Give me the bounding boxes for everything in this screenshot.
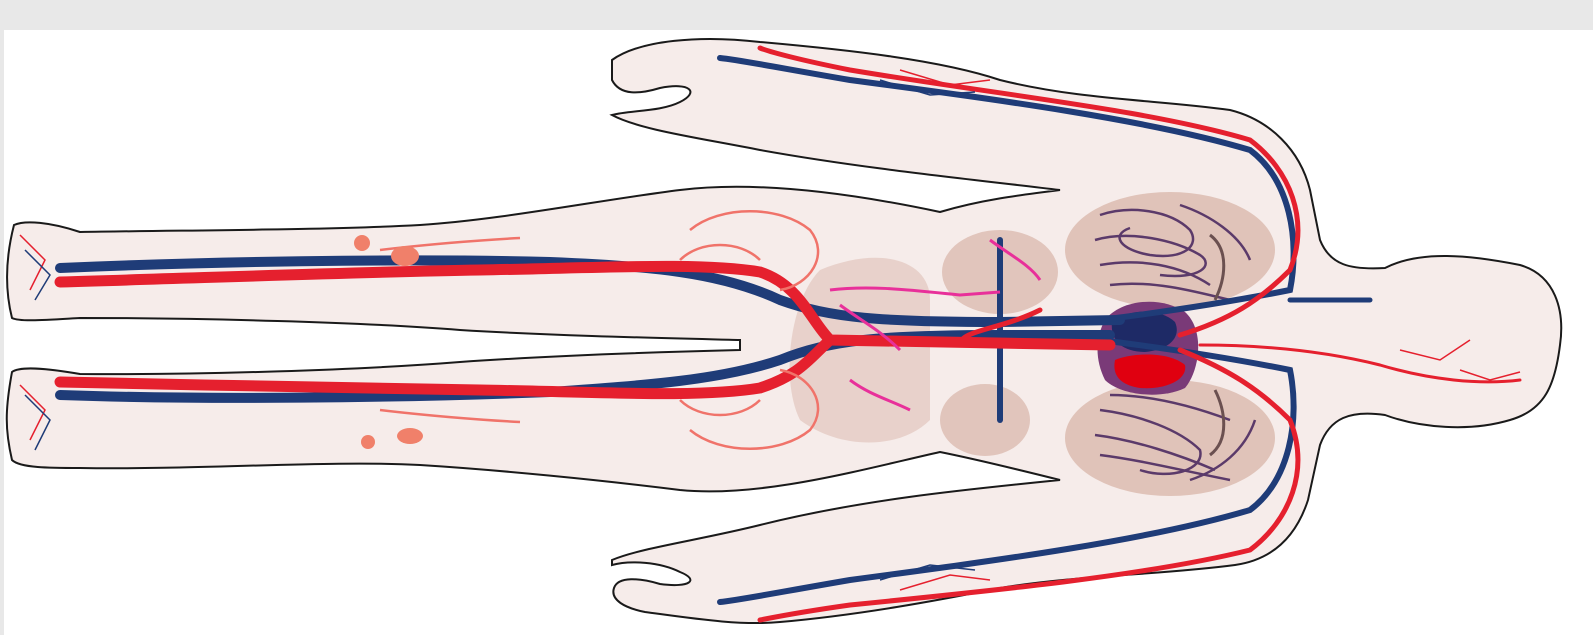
body-silhouette: [7, 39, 1561, 623]
top-bar: [0, 0, 1593, 30]
kidney-lower: [940, 384, 1030, 456]
lung-lower: [1065, 380, 1275, 496]
circulatory-diagram: [4, 30, 1593, 635]
image-canvas: [4, 30, 1593, 635]
